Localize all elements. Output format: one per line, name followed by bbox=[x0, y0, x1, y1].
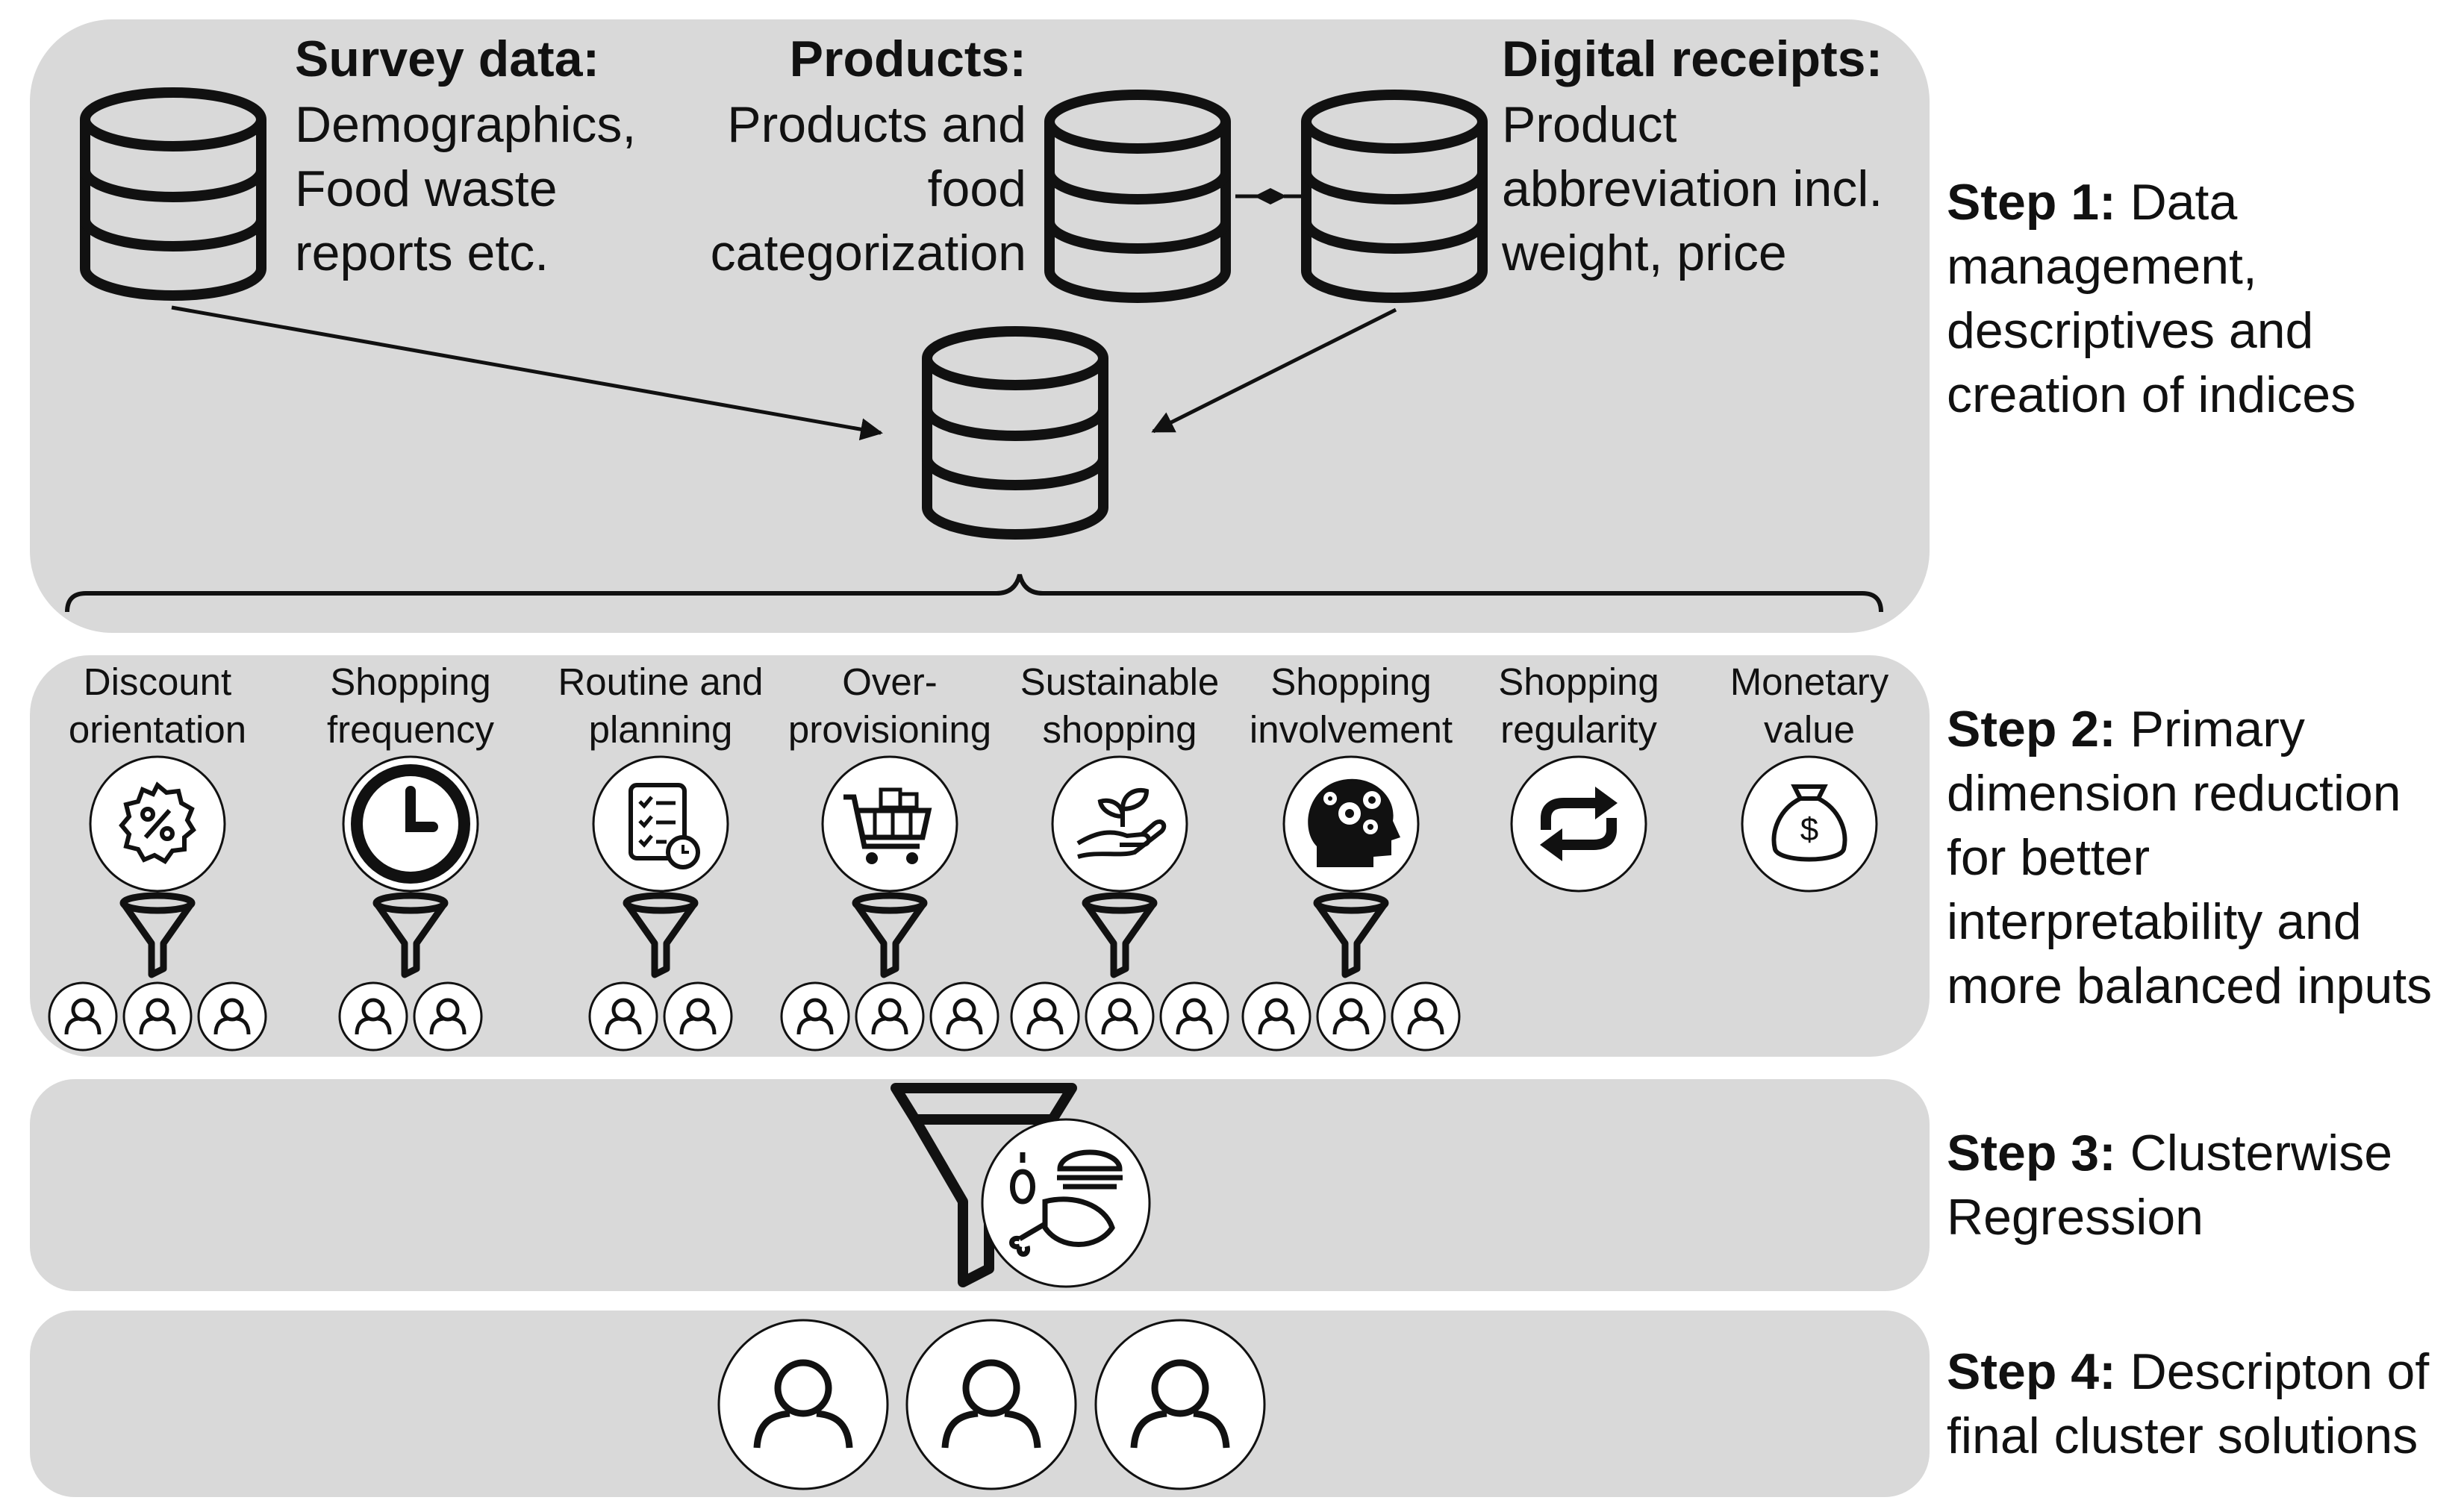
curly-brace bbox=[65, 574, 1883, 613]
cluster-person-icon bbox=[907, 1320, 1076, 1489]
link-diamond-icon bbox=[1254, 188, 1287, 204]
dimension-label-1: Routine and bbox=[558, 660, 764, 703]
dimension-label-2: shopping bbox=[1042, 708, 1197, 751]
person-icon bbox=[1011, 983, 1079, 1050]
person-icon bbox=[782, 983, 849, 1050]
dimension-label-2: involvement bbox=[1249, 708, 1453, 751]
receipts-line-2: abbreviation incl. bbox=[1502, 160, 1883, 217]
step-3-text: Step 3: Clusterwise Regression bbox=[1947, 1125, 2393, 1246]
products-line-1: Products and bbox=[727, 96, 1026, 153]
filter-funnel-icon bbox=[855, 896, 924, 975]
clock-icon bbox=[342, 755, 479, 893]
person-icon bbox=[414, 983, 481, 1050]
dimension-label-1: Discount bbox=[83, 660, 232, 703]
person-icon bbox=[1161, 983, 1228, 1050]
dimension-label-1: Shopping bbox=[1270, 660, 1432, 703]
person-icon bbox=[1392, 983, 1459, 1050]
dimension-label-1: Shopping bbox=[330, 660, 491, 703]
merged-database-icon bbox=[927, 331, 1103, 534]
dimension-label-2: value bbox=[1764, 708, 1855, 751]
receipts-line-1: Product bbox=[1502, 96, 1677, 153]
survey-database-icon bbox=[85, 93, 261, 296]
step-2-text: Step 2: Primary dimension reduction for … bbox=[1947, 701, 2433, 1014]
dimension-label-1: Sustainable bbox=[1020, 660, 1220, 703]
checklist-icon bbox=[592, 755, 729, 893]
hand-plant-icon bbox=[1051, 755, 1188, 893]
step-4-label: Step 4: bbox=[1947, 1343, 2116, 1400]
products-line-2: food bbox=[927, 160, 1026, 217]
dimension-label-2: regularity bbox=[1500, 708, 1657, 751]
cluster-person-icon bbox=[1096, 1320, 1264, 1489]
products-heading: Products: bbox=[789, 31, 1026, 87]
receipts-heading: Digital receipts: bbox=[1502, 31, 1883, 87]
cluster-person-icon bbox=[719, 1320, 888, 1489]
survey-heading: Survey data: bbox=[295, 31, 600, 87]
shopping-cart-icon bbox=[821, 755, 958, 893]
filter-funnel-icon bbox=[1317, 896, 1385, 975]
dimension-label-2: planning bbox=[588, 708, 733, 751]
receipts-database-icon bbox=[1306, 95, 1482, 298]
person-icon bbox=[856, 983, 923, 1050]
filter-funnel-icon bbox=[123, 896, 192, 975]
food-items-icon bbox=[981, 1118, 1151, 1288]
survey-line-3: reports etc. bbox=[295, 225, 549, 281]
svg-text:$: $ bbox=[1800, 811, 1818, 848]
step-1-text: Step 1: Data management, descriptives an… bbox=[1947, 174, 2357, 423]
arrow-receipts-to-merged bbox=[1151, 307, 1397, 434]
repeat-arrows-icon bbox=[1510, 755, 1647, 893]
products-line-3: categorization bbox=[710, 225, 1026, 281]
dimension-label-1: Shopping bbox=[1498, 660, 1659, 703]
person-icon bbox=[124, 983, 191, 1050]
survey-line-2: Food waste bbox=[295, 160, 558, 217]
brain-gears-icon bbox=[1282, 755, 1420, 893]
filter-funnel-icon bbox=[626, 896, 695, 975]
person-icon bbox=[1243, 983, 1310, 1050]
step-3-label: Step 3: bbox=[1947, 1125, 2116, 1181]
dimension-label-1: Over- bbox=[842, 660, 938, 703]
filter-funnel-icon bbox=[376, 896, 445, 975]
filter-funnel-icon bbox=[1085, 896, 1154, 975]
dimension-label-1: Monetary bbox=[1730, 660, 1889, 703]
dimension-label-2: provisioning bbox=[787, 708, 992, 751]
person-icon bbox=[590, 983, 657, 1050]
dimension-label-2: orientation bbox=[68, 708, 247, 751]
person-icon bbox=[664, 983, 732, 1050]
products-database-icon bbox=[1049, 95, 1226, 298]
person-icon bbox=[199, 983, 266, 1050]
step-2-label: Step 2: bbox=[1947, 701, 2116, 757]
person-icon bbox=[1317, 983, 1385, 1050]
person-icon bbox=[1086, 983, 1153, 1050]
percent-badge-icon bbox=[89, 755, 226, 893]
person-icon bbox=[931, 983, 998, 1050]
survey-line-1: Demographics, bbox=[295, 96, 637, 153]
person-icon bbox=[49, 983, 116, 1050]
person-icon bbox=[340, 983, 407, 1050]
step-4-text: Step 4: Descripton of final cluster solu… bbox=[1947, 1343, 2430, 1464]
step-1-label: Step 1: bbox=[1947, 174, 2116, 231]
money-bag-icon: $ bbox=[1741, 755, 1878, 893]
receipts-line-3: weight, price bbox=[1502, 225, 1787, 281]
arrow-survey-to-merged bbox=[171, 305, 883, 441]
dimension-label-2: frequency bbox=[327, 708, 494, 751]
